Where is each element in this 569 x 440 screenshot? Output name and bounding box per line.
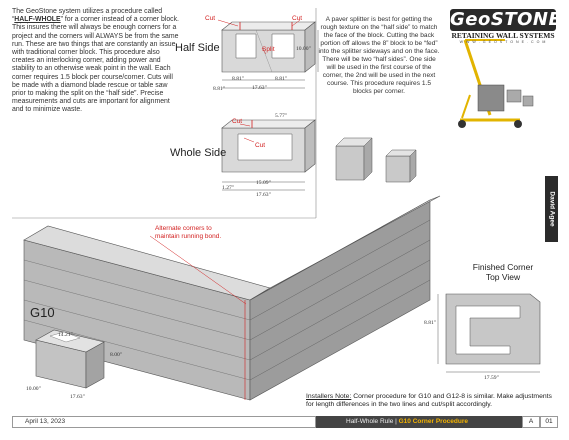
half-side-dim-mid-left: 8.81" xyxy=(232,76,245,82)
paver-splitter-drawing xyxy=(458,39,534,128)
author-tab: David Agee xyxy=(545,176,558,242)
whole-side-block-drawing xyxy=(221,119,316,191)
footer-date: April 13, 2023 xyxy=(12,416,316,428)
half-side-block-drawing xyxy=(217,19,319,89)
g10-label: G10 xyxy=(30,305,55,320)
whole-side-title: Whole Side xyxy=(170,147,227,159)
logo-wordmark: GeoSTONE xyxy=(450,9,562,31)
footer: April 13, 2023 Half-Whole Rule | G10 Cor… xyxy=(0,414,569,428)
footer-page-number: 01 xyxy=(540,416,558,428)
g10-dim-height: 8.00" xyxy=(110,352,123,358)
half-side-dim-mid-right: 8.81" xyxy=(275,76,288,82)
logo-url: W W W . G E O S T O N E . C O M xyxy=(459,40,547,44)
whole-side-dim-left: 1.27" xyxy=(222,185,235,191)
finished-corner-drawing xyxy=(437,293,541,373)
half-side-split: Split xyxy=(262,46,275,53)
g10-dim-depth: 10.00" xyxy=(26,386,41,392)
whole-side-dim-small: 5.77" xyxy=(275,113,288,119)
corner-wall-drawing xyxy=(23,195,441,401)
footer-title: Half-Whole Rule | G10 Corner Procedure xyxy=(316,416,522,428)
half-side-dim-left: 8.81" xyxy=(213,86,226,92)
installers-note: Installers Note: Corner procedure for G1… xyxy=(306,393,552,408)
half-whole-term: HALF-WHOLE xyxy=(14,16,61,24)
footer-revision: A xyxy=(522,416,540,428)
split-blocks-drawing xyxy=(335,137,417,183)
running-bond-note: Alternate corners to maintain running bo… xyxy=(155,225,222,240)
finished-corner-dim-width: 17.59" xyxy=(484,375,499,381)
geostone-logo: GeoSTONE RETAINING WALL SYSTEMS W W W . … xyxy=(450,9,562,45)
half-side-dim-height: 10.00" xyxy=(296,46,311,52)
half-side-cut-left: Cut xyxy=(205,15,216,22)
g10-block-drawing xyxy=(35,329,105,389)
whole-side-cut-inner: Cut xyxy=(255,142,266,149)
splitter-paragraph: A paver splitter is best for getting the… xyxy=(318,16,440,95)
intro-paragraph: The GeoStone system utilizes a procedure… xyxy=(12,8,179,114)
half-side-dim-total: 17.63" xyxy=(252,85,267,91)
logo-tagline: RETAINING WALL SYSTEMS xyxy=(451,31,555,40)
finished-corner-dim-height: 8.81" xyxy=(424,320,437,326)
finished-corner-label: Finished Corner Top View xyxy=(472,262,534,282)
g10-dim-length: 17.63" xyxy=(70,394,85,400)
g10-dim-width: 14.21" xyxy=(58,332,73,338)
half-side-cut-right: Cut xyxy=(292,15,303,22)
whole-side-dim-total: 17.63" xyxy=(256,192,271,198)
whole-side-dim-inner: 15.09" xyxy=(256,180,271,186)
whole-side-cut-top: Cut xyxy=(232,118,243,125)
half-side-title: Half Side xyxy=(175,42,220,54)
